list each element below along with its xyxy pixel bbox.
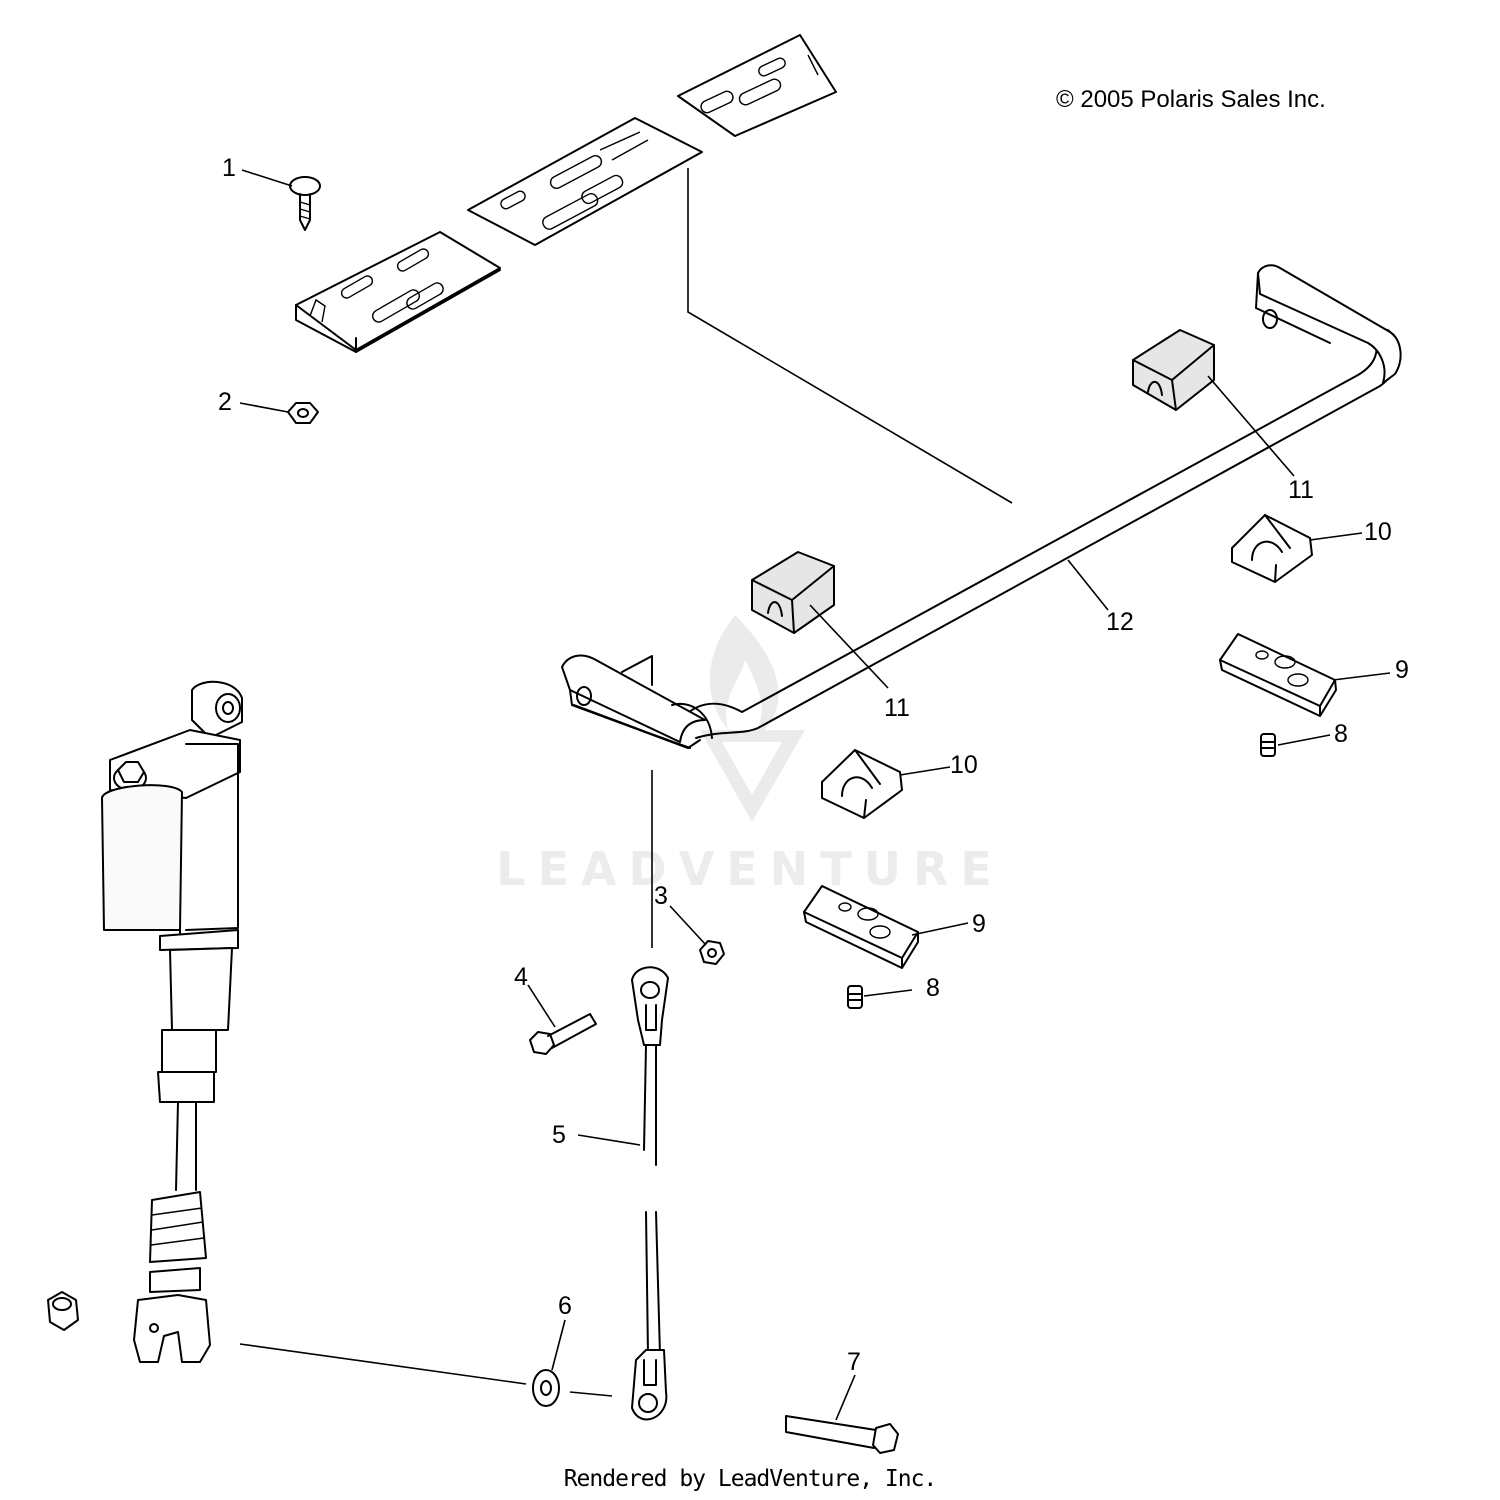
screw-part-1 [289, 176, 321, 231]
callout-7: 7 [847, 1348, 861, 1376]
callout-12: 12 [1106, 608, 1134, 636]
bracket-lower [803, 885, 919, 969]
watermark-logo [700, 615, 805, 822]
shock-absorber [101, 680, 243, 1363]
assembly-leader-line [239, 1343, 527, 1385]
callout-9-upper: 9 [1395, 656, 1409, 684]
callout-10-upper: 10 [1364, 518, 1392, 546]
bushing-lower [751, 551, 835, 634]
callout-leaders [239, 169, 1391, 1421]
rail-leader-line [687, 168, 1013, 504]
callout-5: 5 [552, 1121, 566, 1149]
grease-fitting-upper [1260, 733, 1276, 757]
callout-2: 2 [218, 388, 232, 416]
stabilizer-bar [561, 264, 1402, 749]
callout-11-upper: 11 [1288, 476, 1314, 504]
nut-part-2 [287, 402, 319, 424]
watermark-text: LEADVENTURE [496, 842, 1004, 896]
bolt-part-7 [785, 1415, 899, 1454]
callout-8-upper: 8 [1334, 720, 1348, 748]
callout-9-lower: 9 [972, 910, 986, 938]
clamp-lower [821, 749, 903, 819]
link-rod-part-5 [631, 770, 669, 1421]
callout-8-lower: 8 [926, 974, 940, 1002]
footer-credit: Rendered by LeadVenture, Inc. [563, 1466, 938, 1492]
bushing-upper [1132, 329, 1215, 411]
nut-standalone [47, 1291, 79, 1331]
clamp-upper [1231, 514, 1313, 583]
callout-1: 1 [222, 154, 236, 182]
callout-4: 4 [514, 963, 528, 991]
washer-part-6 [532, 1369, 560, 1407]
bolt-part-4 [529, 1013, 597, 1055]
callout-3: 3 [654, 882, 668, 910]
nut-part-3 [699, 940, 725, 965]
callout-10-lower: 10 [950, 751, 978, 779]
callout-11-lower: 11 [884, 694, 910, 722]
grease-fitting-lower [847, 985, 863, 1009]
bracket-upper [1219, 633, 1337, 717]
copyright-notice: © 2005 Polaris Sales Inc. [1056, 86, 1326, 113]
frame-rail-assembly [295, 34, 837, 353]
callout-6: 6 [558, 1292, 572, 1320]
assembly-leader-line-2 [569, 1391, 613, 1397]
